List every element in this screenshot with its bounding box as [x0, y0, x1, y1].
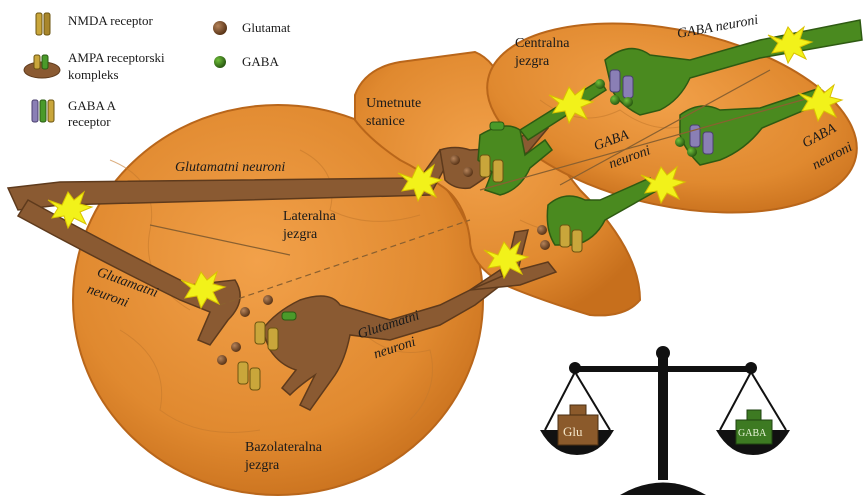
glutamate-legend-icon: [213, 21, 227, 35]
central-nucleus-label-1: Centralna: [515, 36, 569, 52]
intercalated-label-1: Umetnute: [366, 96, 421, 112]
glu-weight-label: Glu: [563, 424, 583, 440]
lateral-nucleus-label-1: Lateralna: [283, 209, 336, 225]
legend-glutamate-label: Glutamat: [242, 20, 290, 35]
legend-gaba-label: GABA: [242, 54, 279, 69]
ampa-receptor-complex-icon: [24, 55, 60, 78]
gaba-weight-label: GABA: [738, 426, 766, 442]
intercalated-label-2: stanice: [366, 114, 405, 130]
legend-gabaa-label-1: GABA A: [68, 98, 116, 113]
glutamate-neurons-top-label: Glutamatni neuroni: [175, 160, 285, 176]
gaba-a-receptor-icon: [32, 100, 54, 122]
nmda-receptor-icon: [36, 13, 50, 35]
gaba-legend-icon: [214, 56, 226, 68]
legend-nmda-label: NMDA receptor: [68, 13, 153, 28]
lateral-nucleus-label-2: jezgra: [283, 227, 317, 243]
legend-ampa-label-2: kompleks: [68, 67, 119, 82]
basolateral-nucleus-label-2: jezgra: [245, 458, 279, 474]
central-nucleus-label-2: jezgra: [515, 54, 549, 70]
legend-gabaa-label-2: receptor: [68, 114, 111, 129]
basolateral-nucleus-label-1: Bazolateralna: [245, 440, 322, 456]
legend-ampa-label-1: AMPA receptorski: [68, 50, 165, 65]
